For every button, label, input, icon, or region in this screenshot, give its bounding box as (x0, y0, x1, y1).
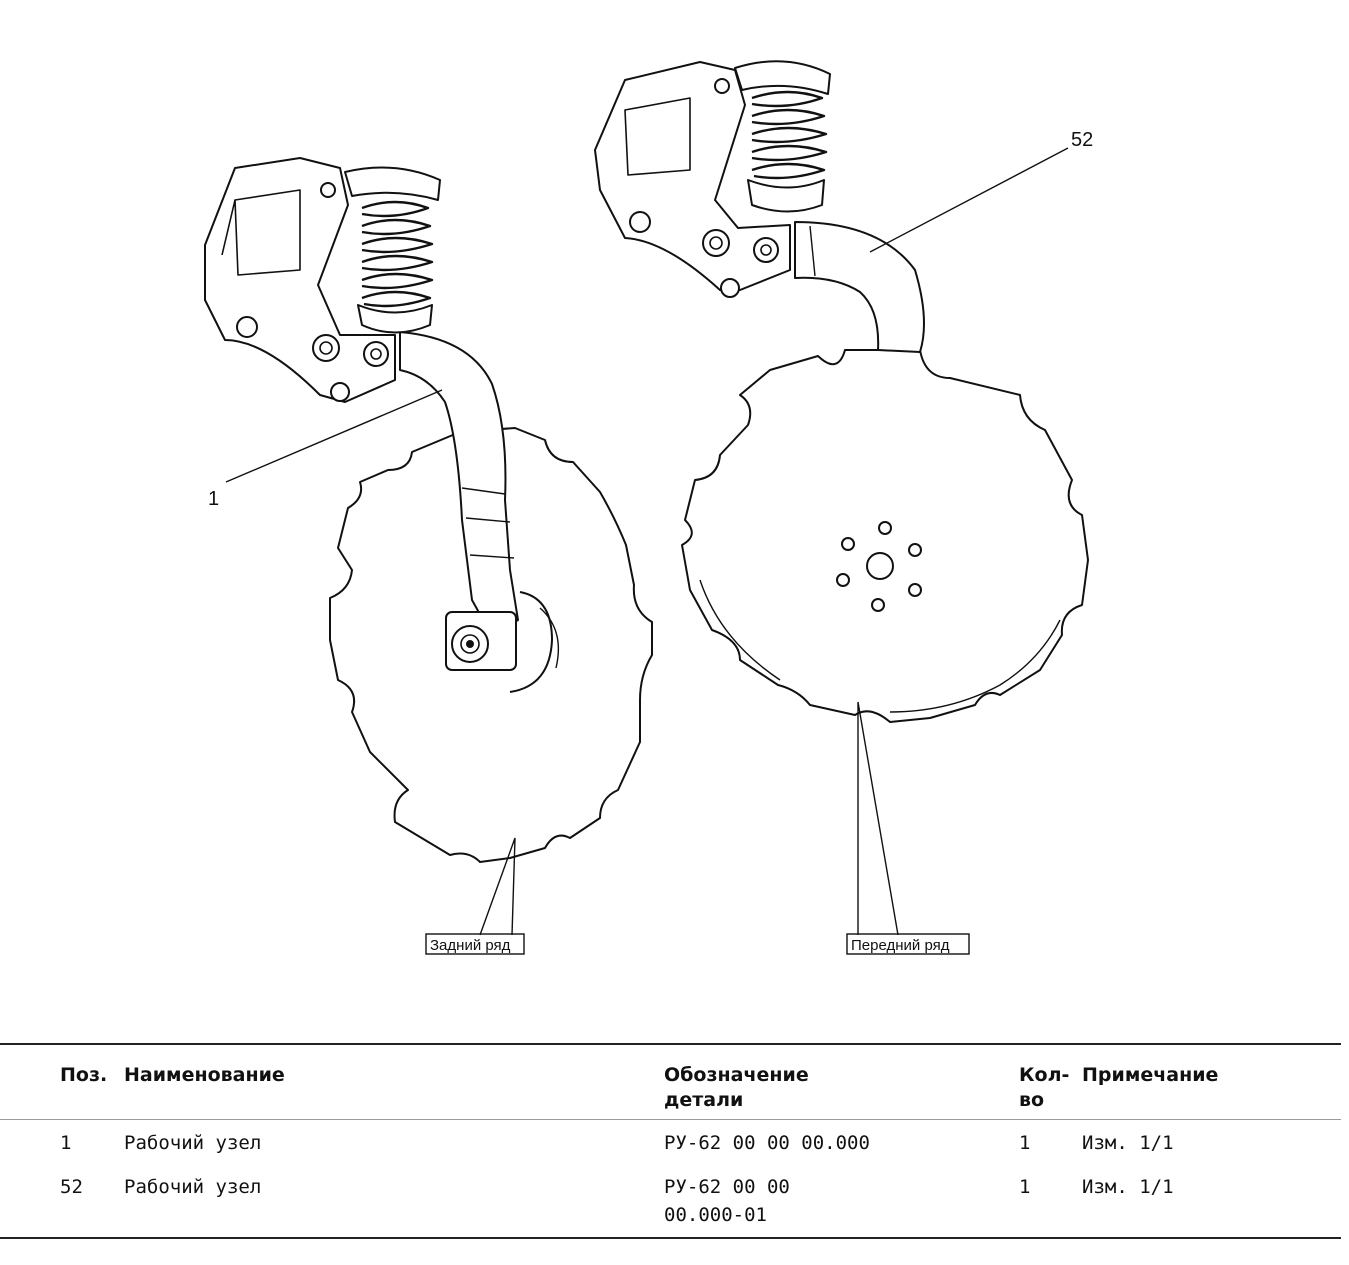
row-qty: 1 (1019, 1132, 1031, 1154)
front-disc (681, 349, 1089, 723)
header-qty-line1: Кол- (1019, 1064, 1070, 1086)
label-front-row: Передний ряд (851, 937, 950, 954)
header-pos: Поз. (60, 1064, 108, 1086)
assembly-drawing: 1 52 Задний ряд Передний ряд (204, 60, 1093, 955)
leader-line-1 (225, 389, 443, 483)
header-note: Примечание (1082, 1064, 1219, 1086)
row-note: Изм. 1/1 (1082, 1132, 1174, 1154)
rear-working-unit (204, 157, 653, 863)
label-frame-rear-row (425, 933, 525, 955)
header-code-line1: Обозначение (664, 1064, 809, 1086)
rear-bracket (204, 157, 396, 403)
table-bottom-rule (0, 1237, 1341, 1239)
leader-line-rear-row (479, 837, 516, 936)
row-pos: 1 (60, 1132, 72, 1154)
rear-shank (399, 331, 519, 637)
table-header-rule (0, 1119, 1341, 1120)
header-name: Наименование (124, 1064, 285, 1086)
front-spring (751, 90, 828, 180)
row-name: Рабочий узел (124, 1132, 262, 1154)
header-code: Обозначение детали (664, 1063, 964, 1113)
row-pos: 52 (60, 1176, 83, 1198)
front-spring-cup (734, 60, 831, 95)
rear-spring (361, 200, 434, 308)
row-name: Рабочий узел (124, 1176, 262, 1198)
rear-disc-hub (509, 591, 553, 693)
leader-line-front-row (857, 701, 899, 936)
header-code-line2: детали (664, 1089, 744, 1111)
header-qty: Кол- во (1019, 1063, 1069, 1113)
label-frame-front-row (846, 933, 970, 955)
row-note: Изм. 1/1 (1082, 1176, 1174, 1198)
row-qty: 1 (1019, 1176, 1031, 1198)
front-working-unit (594, 60, 1089, 723)
label-rear-row: Задний ряд (430, 937, 511, 954)
front-shank (794, 221, 925, 353)
callout-52: 52 (1071, 129, 1093, 151)
front-bracket (594, 61, 791, 291)
header-qty-line2: во (1019, 1089, 1045, 1111)
front-disc-center-hole (866, 552, 894, 580)
row-code-line2: 00.000-01 (664, 1204, 767, 1226)
row-code: РУ-62 00 00 00.000 (664, 1132, 870, 1154)
leader-line-52 (869, 147, 1069, 253)
callout-1: 1 (208, 488, 219, 510)
table-top-rule (0, 1043, 1341, 1045)
rear-spring-cup (344, 166, 441, 201)
row-code-line1: РУ-62 00 00 (664, 1176, 790, 1198)
